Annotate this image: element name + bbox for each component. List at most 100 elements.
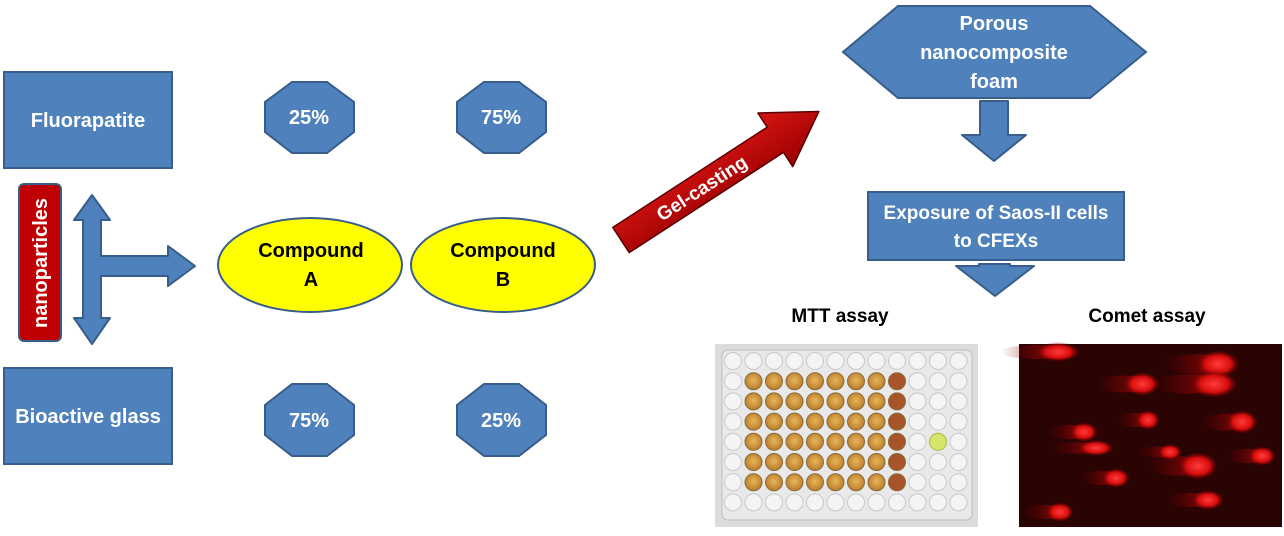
well: [867, 473, 886, 492]
well: [888, 372, 906, 391]
well: [765, 432, 783, 451]
well: [949, 432, 968, 451]
well: [847, 352, 865, 370]
well: [867, 372, 886, 391]
well: [724, 412, 742, 431]
well: [908, 432, 927, 451]
well: [724, 493, 742, 512]
mtt-plate-photo: [715, 344, 978, 527]
well: [724, 453, 742, 471]
well: [867, 392, 886, 411]
ratio-a-bottom: 75%: [289, 410, 329, 432]
well: [785, 493, 804, 512]
compound-a-line1: Compound: [258, 240, 364, 262]
down-arrow-exposure: [955, 263, 1035, 297]
well: [744, 372, 763, 391]
comet-head: [1158, 444, 1182, 460]
well-grid: [724, 352, 968, 512]
exposure-line1: Exposure of Saos-II cells: [884, 203, 1109, 224]
foam-line2: nanocomposite: [920, 42, 1068, 64]
well: [929, 352, 947, 370]
well: [744, 493, 763, 512]
well: [908, 453, 927, 471]
well: [785, 473, 804, 492]
comet-head: [1046, 502, 1074, 522]
ratio-badge-b-bottom: 25%: [456, 383, 547, 457]
well: [806, 372, 824, 391]
well: [744, 352, 763, 370]
well: [929, 372, 947, 391]
well: [847, 473, 865, 492]
well: [949, 372, 968, 391]
comet-head: [1102, 468, 1130, 488]
compound-a: Compound A: [217, 217, 403, 313]
well: [949, 473, 968, 492]
well: [806, 412, 824, 431]
well: [847, 412, 865, 431]
well: [847, 453, 865, 471]
well: [806, 352, 824, 370]
well: [949, 493, 968, 512]
well: [867, 453, 886, 471]
comet-head: [1192, 490, 1224, 510]
ratio-badge-a-top: 25%: [264, 81, 355, 154]
well: [888, 493, 906, 512]
ratio-badge-b-top: 75%: [456, 81, 547, 154]
well: [908, 352, 927, 370]
down-arrow-foam: [961, 100, 1027, 162]
compound-a-line2: A: [304, 269, 318, 291]
well: [785, 392, 804, 411]
well: [929, 493, 947, 512]
well: [806, 453, 824, 471]
comet-head: [1070, 422, 1098, 442]
ratio-badge-a-bottom: 75%: [264, 383, 355, 457]
well: [765, 392, 783, 411]
well: [908, 372, 927, 391]
well: [847, 493, 865, 512]
comet-head: [1136, 410, 1160, 430]
well: [929, 412, 947, 431]
well: [806, 473, 824, 492]
well: [888, 352, 906, 370]
comet-head: [1178, 452, 1218, 480]
exposure-line2: to CFEXs: [954, 231, 1038, 252]
well: [826, 473, 845, 492]
well: [785, 432, 804, 451]
compound-b-line1: Compound: [450, 240, 556, 262]
well: [724, 392, 742, 411]
comet-head: [1190, 370, 1238, 398]
well: [765, 493, 783, 512]
fluorapatite-box: Fluorapatite: [3, 71, 173, 169]
well: [785, 372, 804, 391]
well: [826, 453, 845, 471]
well: [744, 412, 763, 431]
well: [765, 473, 783, 492]
well: [785, 352, 804, 370]
comet-head: [1124, 372, 1160, 396]
foam-hexagon: Porous nanocomposite foam: [841, 5, 1148, 99]
well: [888, 473, 906, 492]
compound-b-line2: B: [496, 269, 510, 291]
exposure-box: Exposure of Saos-II cells to CFEXs: [867, 191, 1125, 261]
well: [908, 392, 927, 411]
gel-casting-arrow: Gel-casting: [612, 110, 820, 254]
foam-line3: foam: [970, 71, 1018, 93]
well: [949, 392, 968, 411]
well: [949, 352, 968, 370]
comet-field: [1000, 342, 1276, 522]
nanoparticles-label: nanoparticles: [30, 198, 52, 328]
well: [724, 352, 742, 370]
nanoparticles-tag: nanoparticles: [18, 183, 62, 342]
comet-assay-photo: [1000, 342, 1282, 527]
ratio-a-top: 25%: [289, 107, 329, 129]
well: [744, 453, 763, 471]
ratio-b-top: 75%: [481, 107, 521, 129]
comet-head: [1036, 342, 1080, 362]
well: [867, 432, 886, 451]
well: [888, 453, 906, 471]
well: [929, 432, 947, 451]
well: [765, 412, 783, 431]
well: [826, 432, 845, 451]
well: [806, 432, 824, 451]
well: [744, 473, 763, 492]
